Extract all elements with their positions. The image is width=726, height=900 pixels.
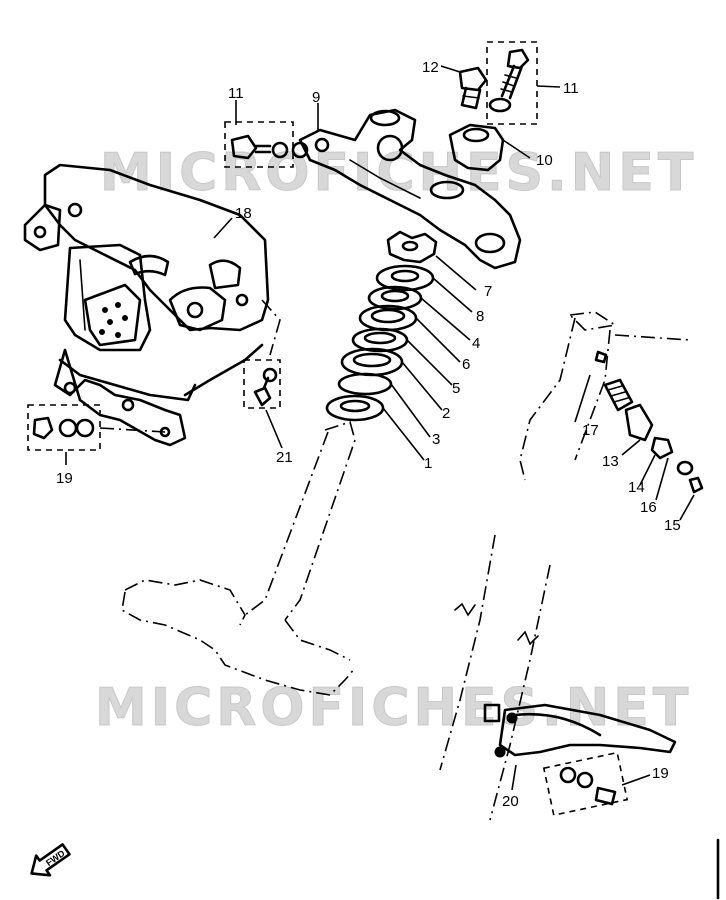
callout-12: 12 — [422, 59, 439, 76]
bolt-set-bottom-right — [542, 751, 629, 817]
callout-19-right: 19 — [652, 765, 669, 782]
callout-14: 14 — [628, 479, 645, 496]
front-fork-phantom — [439, 311, 691, 821]
callout-6: 6 — [462, 356, 470, 373]
callout-11-left: 11 — [228, 85, 244, 102]
callout-20: 20 — [502, 793, 519, 810]
callout-4: 4 — [472, 335, 480, 352]
callout-labels: 11 9 12 11 10 18 7 8 4 6 5 2 3 1 17 13 1… — [56, 59, 681, 810]
callout-3: 3 — [432, 431, 440, 448]
cable-guide-bracket — [483, 703, 677, 758]
bolt-set-top-left — [224, 121, 309, 168]
steering-stem — [121, 420, 356, 696]
callout-13: 13 — [602, 453, 619, 470]
callout-7: 7 — [484, 283, 492, 300]
watermark-bottom: MICROFICHES.NET — [95, 678, 692, 738]
callout-15: 15 — [664, 517, 681, 534]
steering-stack — [325, 230, 438, 422]
cable-adjuster-parts — [594, 350, 704, 494]
front-direction-arrow: FWD — [30, 843, 71, 877]
callout-9: 9 — [312, 89, 320, 106]
callout-5: 5 — [452, 380, 460, 397]
callout-16: 16 — [640, 499, 657, 516]
watermark-top: MICROFICHES.NET — [100, 143, 697, 203]
callout-17: 17 — [582, 422, 599, 439]
callout-19-left: 19 — [56, 470, 73, 487]
headlight-bracket — [23, 163, 281, 447]
callout-11-right: 11 — [563, 80, 579, 97]
callout-1: 1 — [424, 455, 432, 472]
callout-18: 18 — [235, 205, 252, 222]
leader-lines — [65, 65, 695, 791]
callout-10: 10 — [536, 152, 553, 169]
upper-bracket — [298, 108, 522, 270]
holder-cap — [448, 123, 505, 172]
callout-2: 2 — [442, 405, 450, 422]
callout-21: 21 — [276, 449, 293, 466]
bolt-set-top-right — [458, 41, 538, 125]
callout-8: 8 — [476, 308, 484, 325]
bolt-set-left — [27, 404, 166, 451]
bolt-set-21 — [243, 359, 281, 409]
